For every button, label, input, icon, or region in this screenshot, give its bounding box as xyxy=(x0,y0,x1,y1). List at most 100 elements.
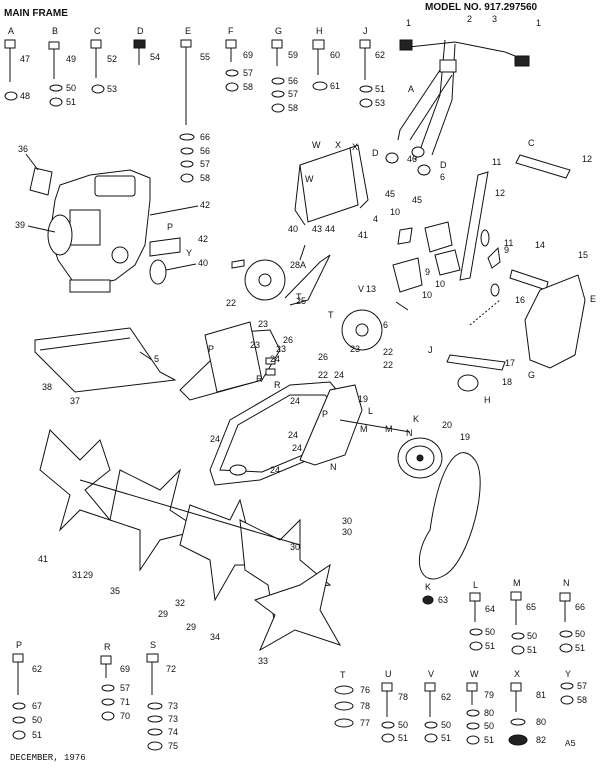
svg-text:51: 51 xyxy=(484,735,494,745)
svg-text:32: 32 xyxy=(175,598,185,608)
svg-text:C: C xyxy=(528,138,535,148)
svg-text:19: 19 xyxy=(358,394,368,404)
svg-text:1: 1 xyxy=(536,18,541,28)
svg-text:52: 52 xyxy=(107,54,117,64)
svg-text:P: P xyxy=(322,409,328,419)
svg-text:26: 26 xyxy=(283,335,293,345)
svg-text:22: 22 xyxy=(318,370,328,380)
svg-text:71: 71 xyxy=(120,697,130,707)
svg-text:23: 23 xyxy=(250,340,260,350)
svg-text:R: R xyxy=(256,374,263,384)
tine-shield: 38 37 5 xyxy=(34,327,177,406)
svg-text:T: T xyxy=(328,310,334,320)
svg-text:50: 50 xyxy=(398,720,408,730)
svg-text:18: 18 xyxy=(502,377,512,387)
hardware-col-P: P 62 67 50 51 xyxy=(12,640,42,740)
svg-text:H: H xyxy=(316,26,323,36)
svg-text:D: D xyxy=(372,148,379,158)
svg-text:24: 24 xyxy=(290,396,300,406)
svg-text:41: 41 xyxy=(358,230,368,240)
svg-text:9: 9 xyxy=(425,267,430,277)
svg-text:24: 24 xyxy=(292,443,302,453)
hardware-col-F: F 69 57 58 xyxy=(225,26,253,92)
svg-text:A: A xyxy=(8,26,14,36)
svg-text:4: 4 xyxy=(373,214,378,224)
hardware-col-A: A 47 48 xyxy=(4,26,30,101)
svg-text:73: 73 xyxy=(168,701,178,711)
svg-text:57: 57 xyxy=(243,68,253,78)
svg-text:T: T xyxy=(340,670,346,680)
hardware-col-V: V 62 50 51 xyxy=(424,669,451,743)
svg-text:26: 26 xyxy=(318,352,328,362)
svg-text:58: 58 xyxy=(577,695,587,705)
hardware-col-H: H 60 61 xyxy=(312,26,340,91)
svg-text:11: 11 xyxy=(492,157,501,167)
svg-text:Y: Y xyxy=(186,248,192,258)
svg-text:51: 51 xyxy=(375,84,385,94)
right-side-parts: 14 15 E G 16 J 17 18 H xyxy=(428,240,596,405)
svg-text:57: 57 xyxy=(120,683,130,693)
svg-text:15: 15 xyxy=(578,250,588,260)
svg-text:L: L xyxy=(368,406,373,416)
svg-text:58: 58 xyxy=(288,103,298,113)
svg-text:46: 46 xyxy=(407,154,417,164)
svg-text:62: 62 xyxy=(441,692,451,702)
svg-text:66: 66 xyxy=(575,602,585,612)
svg-text:50: 50 xyxy=(484,721,494,731)
svg-text:62: 62 xyxy=(32,664,42,674)
svg-text:22: 22 xyxy=(383,360,393,370)
svg-text:L: L xyxy=(473,580,478,590)
svg-text:45: 45 xyxy=(412,195,422,205)
svg-text:10: 10 xyxy=(390,207,400,217)
small-parts-cluster: D 45 45 6 D 4 10 11 10 6 V 13 11 12 C 12… xyxy=(358,138,592,330)
svg-text:75: 75 xyxy=(168,741,178,751)
svg-text:33: 33 xyxy=(258,656,268,666)
svg-text:M: M xyxy=(513,578,521,588)
svg-text:35: 35 xyxy=(110,586,120,596)
hardware-col-W: W 79 80 50 51 xyxy=(466,669,494,745)
hardware-col-U: U 78 50 51 xyxy=(381,669,408,743)
svg-text:70: 70 xyxy=(120,711,130,721)
svg-text:1: 1 xyxy=(406,18,411,28)
svg-text:C: C xyxy=(94,26,101,36)
svg-text:34: 34 xyxy=(210,632,220,642)
svg-text:66: 66 xyxy=(200,132,210,142)
svg-text:16: 16 xyxy=(515,295,525,305)
svg-text:X: X xyxy=(514,669,520,679)
svg-text:24: 24 xyxy=(270,354,280,364)
hardware-col-Y: Y 57 58 xyxy=(560,669,587,705)
svg-text:29: 29 xyxy=(83,570,93,580)
svg-text:6: 6 xyxy=(383,320,388,330)
svg-text:E: E xyxy=(185,26,191,36)
hardware-col-X: X 81 80 82 xyxy=(508,669,546,746)
svg-text:57: 57 xyxy=(288,89,298,99)
hardware-col-D: D 54 xyxy=(133,26,160,65)
svg-text:K: K xyxy=(413,414,419,424)
svg-text:R: R xyxy=(274,380,281,390)
svg-text:50: 50 xyxy=(66,83,76,93)
hardware-col-S: S 72 73 73 74 75 xyxy=(146,640,178,751)
svg-text:60: 60 xyxy=(330,50,340,60)
svg-text:51: 51 xyxy=(441,733,451,743)
svg-text:U: U xyxy=(385,669,392,679)
svg-text:79: 79 xyxy=(484,690,494,700)
svg-text:H: H xyxy=(484,395,491,405)
svg-text:G: G xyxy=(528,370,535,380)
svg-text:56: 56 xyxy=(288,76,298,86)
hardware-col-N: N 66 50 51 xyxy=(559,578,585,653)
svg-text:65: 65 xyxy=(526,602,536,612)
svg-text:V: V xyxy=(428,669,434,679)
svg-text:R: R xyxy=(104,642,111,652)
pulley-and-belt: 20 19 xyxy=(397,420,481,580)
svg-text:63: 63 xyxy=(438,595,448,605)
hardware-col-M: M 65 50 51 xyxy=(510,578,537,655)
svg-text:67: 67 xyxy=(32,701,42,711)
svg-text:10: 10 xyxy=(435,279,445,289)
svg-text:30: 30 xyxy=(342,527,352,537)
hardware-col-J: J 62 51 53 xyxy=(359,26,385,108)
svg-text:43: 43 xyxy=(312,224,322,234)
svg-text:W: W xyxy=(305,174,314,184)
svg-text:50: 50 xyxy=(485,627,495,637)
svg-text:J: J xyxy=(428,345,433,355)
svg-text:53: 53 xyxy=(107,84,117,94)
